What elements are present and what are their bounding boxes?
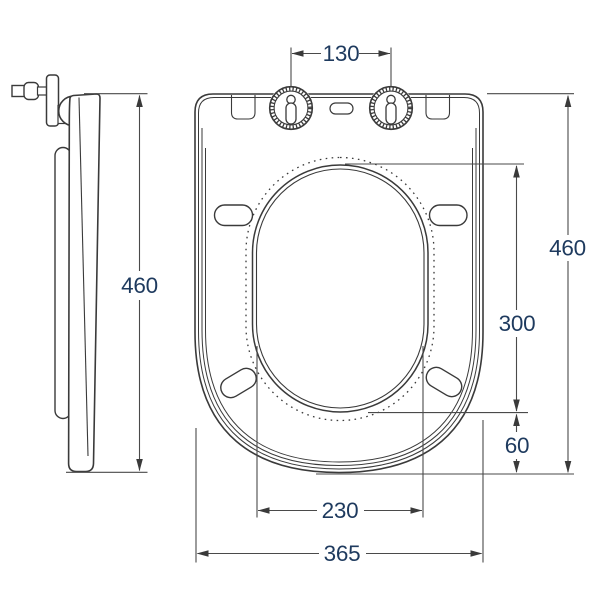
arrowhead-down	[136, 459, 143, 472]
seat-opening-outer	[251, 164, 429, 413]
arrowhead-up	[564, 94, 572, 107]
arrowhead-up	[136, 94, 143, 107]
dimension-hinge-spacing: 130	[290, 41, 392, 86]
hinge-recess-left	[230, 95, 256, 120]
seat-edge-line-2	[205, 148, 473, 463]
side-view	[11, 74, 101, 473]
arrowhead-down	[513, 399, 520, 412]
arrowhead-up	[513, 165, 520, 178]
hinge-rim-outer	[368, 85, 414, 131]
top-edge-slot	[329, 102, 354, 115]
bumper-upper-right	[428, 204, 468, 227]
arrowhead-right	[410, 507, 423, 514]
side-lid-profile	[67, 93, 101, 473]
dim-label-opening-to-rear: 60	[505, 433, 529, 458]
bumper-upper-left	[213, 204, 254, 227]
bolt-shaft	[11, 84, 26, 98]
dim-label-hinge-spacing: 130	[323, 41, 360, 66]
hinge-cap-left	[268, 85, 314, 131]
arrowhead-left	[196, 550, 209, 557]
arrowhead-down	[564, 461, 572, 474]
dim-label-opening-width: 230	[322, 498, 359, 523]
arrowhead-left	[257, 507, 270, 514]
dimension-overall-width: 365	[195, 420, 484, 566]
dimension-side-height: 460	[66, 93, 158, 473]
side-lid-face-line	[78, 97, 89, 457]
hinge-knurl-texture	[369, 86, 413, 130]
seat-edge-line-1	[201, 128, 477, 467]
lid-outline-inner	[198, 97, 480, 470]
bolt-ball	[23, 81, 40, 101]
dim-label-side-height: 460	[121, 273, 158, 298]
arrowhead-up	[513, 413, 520, 426]
dim-label-overall-width: 365	[324, 541, 361, 566]
hinge-knurl-texture	[269, 86, 313, 130]
bumper-lower-left	[220, 367, 257, 399]
hinge-rim-outer	[268, 85, 314, 131]
dim-label-opening-length: 300	[499, 311, 536, 336]
dimension-opening-length: 300	[345, 163, 536, 414]
hinge-key-slot	[285, 102, 297, 125]
top-view	[194, 85, 484, 474]
arrowhead-right	[378, 50, 391, 57]
hinge-recess-right	[425, 95, 451, 120]
hinge-cap-right	[368, 85, 414, 131]
hinge-flange-plate	[45, 74, 60, 127]
dimension-overall-depth: 460	[487, 93, 586, 474]
dim-label-overall-depth: 460	[549, 236, 586, 261]
arrowhead-down	[513, 461, 520, 473]
hinge-key-slot	[385, 102, 397, 125]
seat-opening-inner	[255, 168, 425, 409]
dimension-opening-width: 230	[256, 346, 424, 523]
dimension-opening-to-rear: 60	[316, 413, 574, 475]
arrowhead-right	[470, 550, 483, 557]
seat-opening-hidden-edge-dotted	[245, 156, 435, 422]
bumper-lower-right	[425, 366, 463, 398]
bolt-neck	[36, 86, 48, 96]
arrowhead-left	[291, 50, 304, 57]
